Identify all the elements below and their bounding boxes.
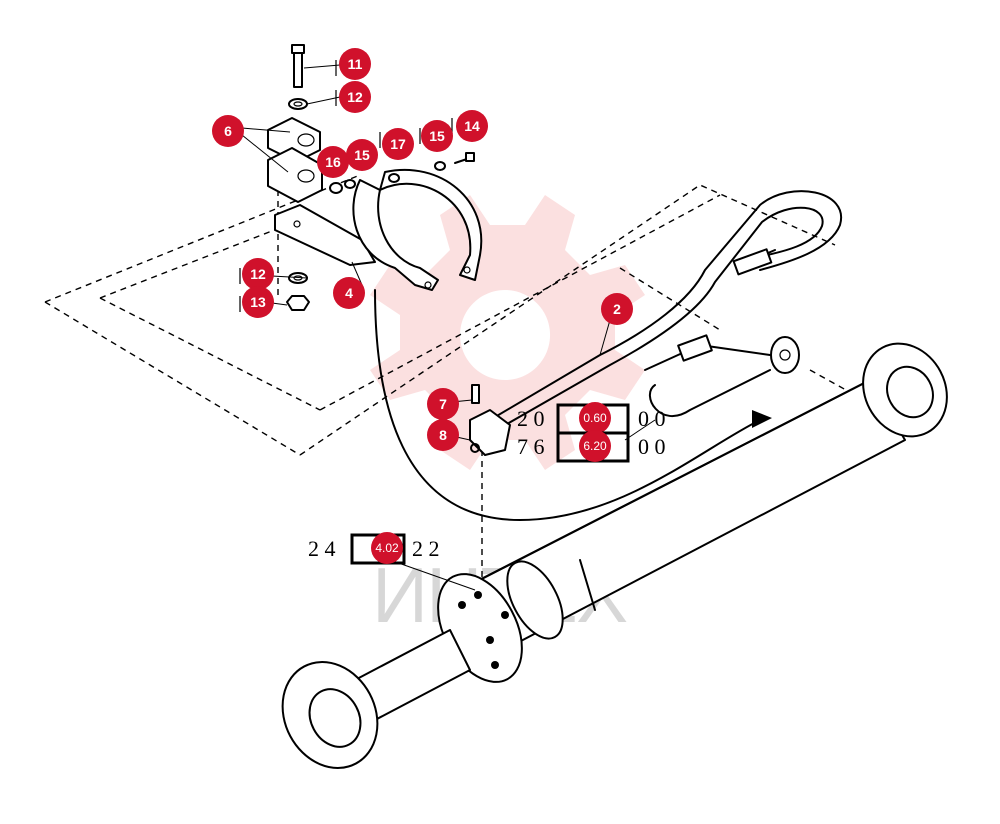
washer-part xyxy=(288,98,308,110)
part-ref-2: 7 6 0 0 6.20 xyxy=(517,430,666,463)
hose-fitting-part xyxy=(644,334,800,418)
part-ref-3: 2 4 2 2 4.02 xyxy=(308,532,440,565)
svg-text:14: 14 xyxy=(464,118,480,134)
callout-8[interactable]: 8 xyxy=(427,419,459,451)
bolt-part xyxy=(291,44,305,88)
leader-arrow-line xyxy=(374,289,761,521)
svg-text:15: 15 xyxy=(429,128,445,144)
callout-12-top[interactable]: 12 xyxy=(339,81,371,113)
hydraulic-cylinder-part xyxy=(281,342,948,769)
part-ref-3-code[interactable]: 4.02 xyxy=(375,541,399,555)
hydraulic-pipe-part xyxy=(489,190,843,429)
svg-text:17: 17 xyxy=(390,136,406,152)
callout-17[interactable]: 17 xyxy=(382,128,414,160)
svg-text:11: 11 xyxy=(348,56,363,72)
svg-text:12: 12 xyxy=(250,266,266,282)
svg-text:7: 7 xyxy=(439,396,447,412)
bracket-plate-part xyxy=(274,168,483,291)
part-ref-1-code[interactable]: 0.60 xyxy=(583,411,607,425)
svg-text:16: 16 xyxy=(325,154,341,170)
callout-2[interactable]: 2 xyxy=(601,293,633,325)
callout-leaders xyxy=(241,64,656,591)
callout-11[interactable]: 11 xyxy=(339,48,371,80)
callout-14[interactable]: 14 xyxy=(456,110,488,142)
part-ref-1-right: 0 0 xyxy=(638,406,666,431)
part-ref-1: 2 0 0 0 0.60 xyxy=(517,402,666,435)
nut-part xyxy=(286,295,310,311)
callout-12-bottom[interactable]: 12 xyxy=(242,258,274,290)
arrow-head-icon xyxy=(752,410,772,428)
part-ref-3-left: 2 4 xyxy=(308,536,336,561)
callout-6[interactable]: 6 xyxy=(212,115,244,147)
callout-4[interactable]: 4 xyxy=(333,277,365,309)
svg-text:12: 12 xyxy=(347,89,363,105)
part-ref-2-left: 7 6 xyxy=(517,434,545,459)
callout-15-left[interactable]: 15 xyxy=(346,139,378,171)
svg-text:13: 13 xyxy=(250,294,266,310)
callout-16[interactable]: 16 xyxy=(317,146,349,178)
callout-15-right[interactable]: 15 xyxy=(421,120,453,152)
part-ref-3-right: 2 2 xyxy=(412,536,440,561)
part-ref-1-left: 2 0 xyxy=(517,406,545,431)
tick-marks xyxy=(239,60,453,312)
clamp-block-part xyxy=(267,117,323,203)
part-ref-2-code[interactable]: 6.20 xyxy=(583,439,607,453)
svg-text:4: 4 xyxy=(345,285,353,301)
part-ref-2-right: 0 0 xyxy=(638,434,666,459)
callout-7[interactable]: 7 xyxy=(427,388,459,420)
svg-text:8: 8 xyxy=(439,427,447,443)
callout-13[interactable]: 13 xyxy=(242,286,274,318)
svg-text:2: 2 xyxy=(613,301,621,317)
svg-text:15: 15 xyxy=(354,147,370,163)
svg-text:6: 6 xyxy=(224,123,232,139)
